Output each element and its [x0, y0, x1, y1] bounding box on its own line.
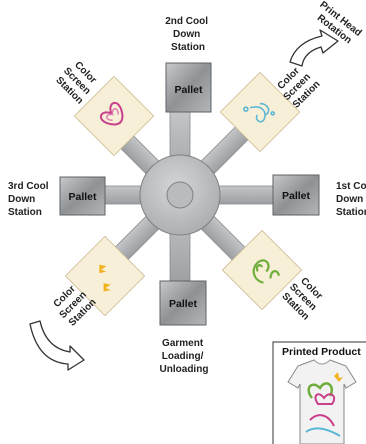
label-left-station: 3rd Cool Down Station — [8, 181, 51, 218]
pallet-left: Pallet — [59, 176, 106, 216]
pallet-bottom: Pallet — [159, 280, 207, 326]
label-bottom-station: Garment Loading/ Unloading — [160, 338, 209, 375]
carousel-hub — [139, 154, 221, 236]
color-screen-bottom-left — [64, 235, 146, 317]
swirl-design — [243, 102, 276, 123]
rotation-arrow-top-right — [289, 29, 339, 67]
color-screen-top-right — [219, 71, 301, 153]
pallet-top: Pallet — [165, 62, 212, 113]
butterfly-design — [99, 101, 124, 126]
vine-design — [252, 259, 281, 284]
label-top-station: 2nd Cool Down Station — [165, 16, 211, 53]
printed-product-panel: Printed Product — [272, 341, 366, 444]
rotation-arrow-bottom-left — [29, 320, 85, 371]
butterflies-design — [99, 264, 111, 292]
label-color-screen-bottom-right: Color Screen Station — [279, 273, 329, 323]
tshirt-image — [287, 359, 357, 444]
color-screen-bottom-right — [221, 229, 303, 311]
pallet-top-label: Pallet — [174, 84, 203, 96]
printed-product-title: Printed Product — [282, 346, 361, 358]
color-screen-top-left — [73, 75, 155, 157]
label-right-station: 1st Cool Down Station — [336, 181, 366, 218]
pallet-right-label: Pallet — [282, 190, 311, 202]
pallet-left-label: Pallet — [68, 191, 97, 203]
pallet-bottom-label: Pallet — [169, 298, 198, 310]
pallet-right: Pallet — [272, 174, 320, 216]
